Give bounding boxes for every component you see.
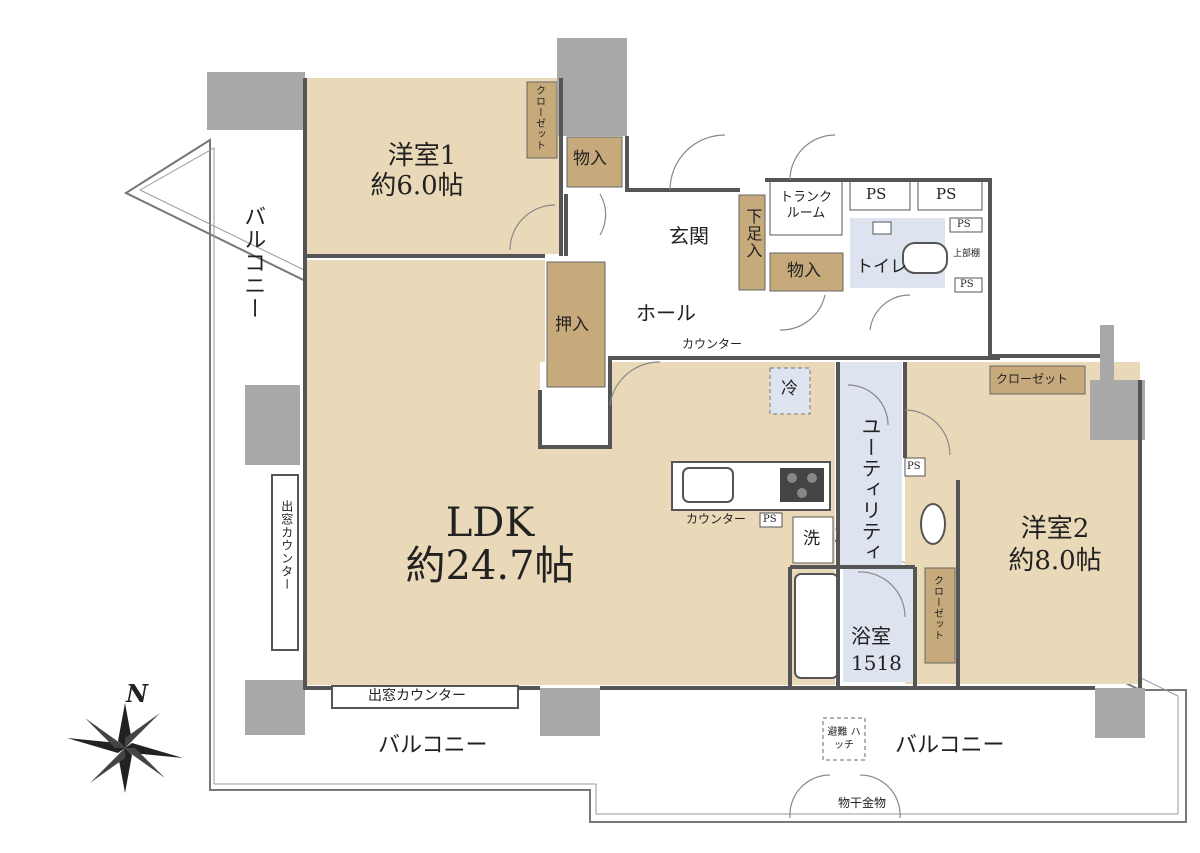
- ldk-size: 約24.7帖: [405, 543, 575, 589]
- upper-shelf-label: 上部棚: [953, 249, 981, 259]
- entrance-label: 玄関: [669, 224, 709, 248]
- storage-w1-label: 物入: [573, 149, 607, 169]
- ps-box-1: [849, 179, 911, 211]
- bath-floor: [843, 567, 915, 682]
- ps-box-4: [954, 277, 983, 293]
- trunk-room-label: トランク ルーム: [779, 190, 832, 221]
- ps-label-4: PS: [960, 279, 974, 290]
- closet-w2-side-box: [924, 567, 956, 664]
- sink: [682, 467, 734, 503]
- ps-label-2: PS: [936, 185, 957, 203]
- utility-floor: [840, 362, 902, 567]
- ldk-lower-right: [540, 540, 790, 685]
- western2-name: 洋室2: [1020, 514, 1090, 544]
- laundry-fitting-label: 物干金物: [838, 796, 887, 810]
- column: [1100, 325, 1114, 380]
- balcony-left-label: バルコニー: [240, 205, 266, 320]
- toilet-sink: [872, 221, 892, 235]
- oshiire-label: 押入: [555, 315, 589, 335]
- closet-w1-label: クローゼット: [533, 85, 545, 151]
- washer-box: [792, 516, 834, 564]
- column: [245, 385, 300, 465]
- escape-hatch-box: [822, 717, 866, 761]
- ps-box-2: [917, 179, 983, 211]
- western1-name: 洋室1: [387, 141, 457, 171]
- fridge-box: [769, 367, 811, 415]
- ps-box-6: [759, 512, 783, 528]
- burner-2: [807, 473, 817, 483]
- bay-counter-bottom-box: [331, 685, 519, 709]
- ps-box-3: [949, 217, 983, 233]
- ps-label-1: PS: [866, 185, 887, 203]
- bay-counter-left-box: [271, 474, 299, 651]
- oshiire-box: [546, 261, 606, 388]
- closet-w2-side-label: クローゼット: [931, 575, 943, 641]
- bay-counter-left-label: 出窓カウンター: [279, 500, 294, 591]
- ldk-floor: [305, 260, 545, 685]
- compass-north-label: N: [126, 679, 148, 708]
- door-swings: [509, 134, 951, 819]
- ldk-name: LDK: [445, 500, 535, 546]
- column: [245, 680, 305, 735]
- bath-name: 浴室: [851, 624, 891, 648]
- balcony-outline: [123, 138, 1187, 823]
- western2-size: 約8.0帖: [1008, 546, 1102, 576]
- storage-toilet-box: [769, 252, 844, 292]
- toilet-label: トイレ: [856, 257, 907, 277]
- ps-label-6: PS: [763, 514, 777, 525]
- trunk-room-box: [769, 179, 843, 236]
- utility-label: ユーティリティ: [858, 416, 882, 563]
- burner-3: [797, 488, 807, 498]
- bay-counter-bottom-label: 出窓カウンター: [368, 688, 466, 704]
- hall-label: ホール: [636, 301, 696, 325]
- column: [1090, 380, 1145, 440]
- column: [1095, 688, 1145, 738]
- ps-label-3: PS: [957, 219, 971, 230]
- balcony-bottom-left-label: バルコニー: [378, 733, 488, 758]
- column: [557, 38, 627, 136]
- washbasin: [920, 503, 946, 545]
- counter-hall-label: カウンター: [682, 337, 743, 351]
- toilet-bowl: [902, 242, 948, 274]
- escape-hatch-label: 避難 ハッチ: [827, 727, 861, 751]
- burner-1: [787, 473, 797, 483]
- ps-box-5: [904, 457, 926, 477]
- western1-size: 約6.0帖: [370, 171, 464, 201]
- shoe-box-label: 下足入: [743, 208, 763, 259]
- closet-w2-top-label: クローゼット: [996, 372, 1069, 386]
- walls: [303, 78, 1142, 690]
- balcony-outline-inner: [138, 147, 1179, 815]
- washer-label: 洗: [803, 529, 820, 549]
- bath-size: 1518: [851, 651, 902, 675]
- closet-w2-top-box: [989, 365, 1086, 395]
- balcony-bottom-right-label: バルコニー: [895, 733, 1005, 758]
- counter-kitchen-label: カウンター: [686, 512, 747, 526]
- compass-icon: [67, 703, 183, 793]
- column: [540, 688, 600, 736]
- storage-toilet-label: 物入: [787, 261, 821, 281]
- bathtub: [794, 573, 839, 679]
- ps-label-5: PS: [907, 461, 921, 472]
- storage-w1-box: [566, 136, 623, 188]
- shoe-box: [738, 194, 766, 291]
- fridge-label: 冷: [781, 379, 798, 399]
- column: [207, 72, 305, 130]
